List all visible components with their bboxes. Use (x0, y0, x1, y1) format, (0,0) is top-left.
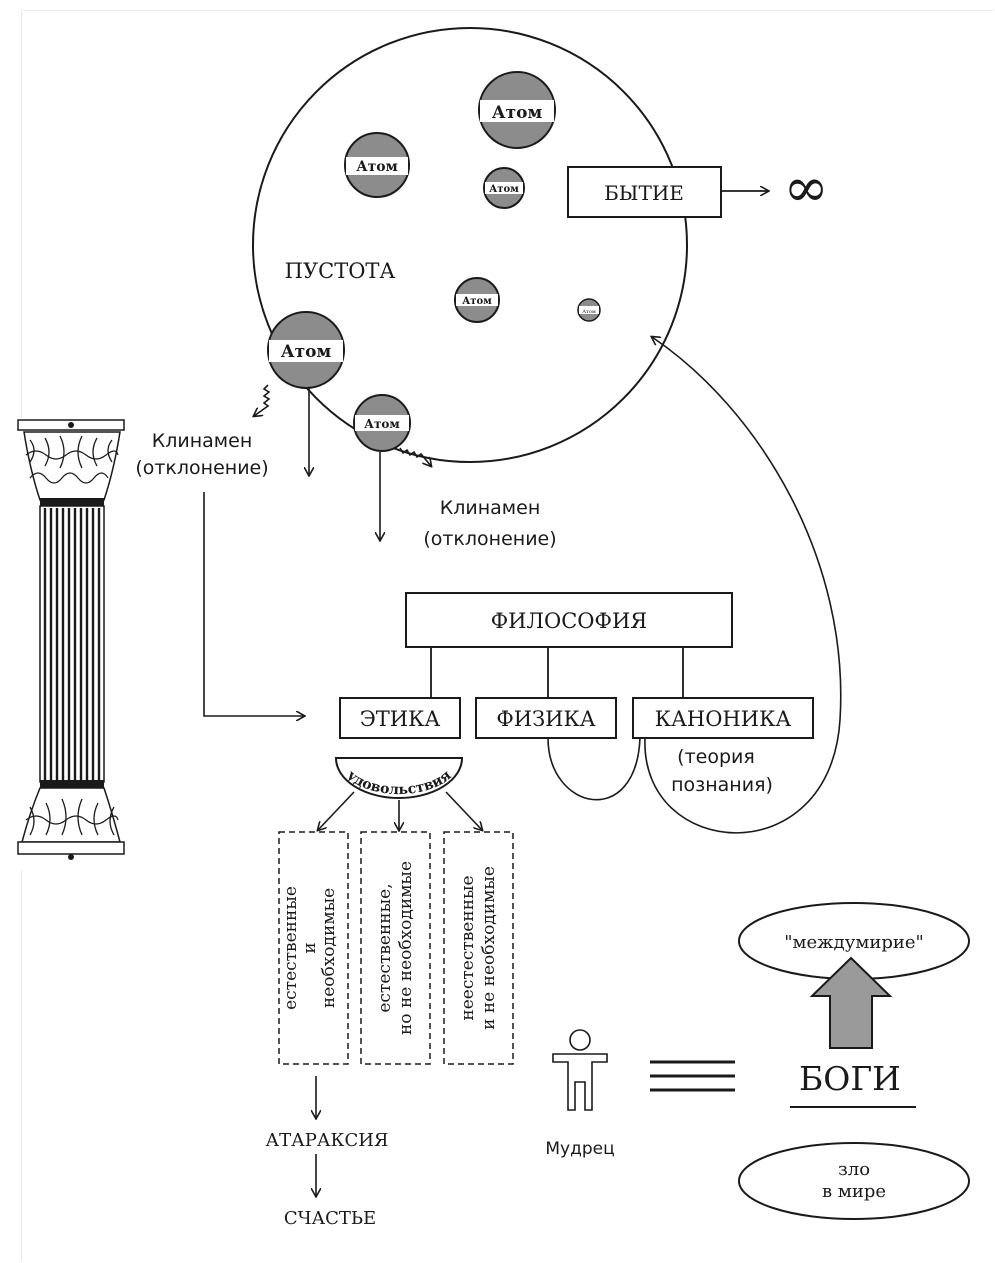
canonics-note-line2: познания) (671, 774, 773, 796)
atom-label: Атом (364, 417, 400, 431)
pleasures-semicircle (334, 757, 464, 799)
canonics-note-line1: (теория (677, 746, 755, 768)
happiness-label: СЧАСТЬЕ (284, 1208, 376, 1229)
atom-label: Атом (281, 342, 332, 362)
sage-figure-icon (552, 1029, 608, 1111)
philosophy-branch-lines (430, 647, 684, 698)
clinamen-right-line1: Клинамен (440, 497, 541, 519)
atom-label: Атом (582, 309, 596, 315)
clinamen-wiggle-arrow-right (399, 447, 431, 466)
being-box (567, 166, 722, 218)
philosophy-label: ФИЛОСОФИЯ (491, 609, 647, 633)
physics-label: ФИЗИКА (496, 707, 595, 731)
evil-ellipse (738, 1142, 970, 1220)
desire-3-line1: неестественные (458, 875, 478, 1020)
atom-label: Атом (492, 103, 543, 123)
canonics-label: КАНОНИКА (655, 707, 792, 731)
desire-1-line3: необходимые (319, 888, 339, 1008)
desire-2-line2: но не необходимые (396, 861, 416, 1035)
void-label: ПУСТОТА (285, 259, 396, 283)
atom: Атом (577, 298, 601, 322)
desire-1-line2: и (300, 942, 320, 953)
canonics-to-void-loop (644, 337, 842, 834)
clinamen-right-line2: (отклонение) (423, 528, 556, 550)
sage-label: Мудрец (545, 1139, 614, 1159)
desire-2-line1: естественные, (375, 883, 395, 1012)
philosophy-box (405, 592, 733, 648)
evil-label-line2: в мире (822, 1181, 886, 1202)
identity-symbol (650, 1060, 735, 1092)
physics-box (475, 697, 617, 739)
atom: Атом (454, 277, 500, 323)
being-label: БЫТИЕ (604, 181, 684, 205)
gods-label: БОГИ (799, 1059, 901, 1098)
atom-label: Атом (462, 296, 492, 307)
pleasures-arrows (318, 791, 482, 830)
atom-label: Атом (489, 184, 519, 195)
ionic-column-illustration (5, 418, 133, 870)
desire-1-line1: естественные (281, 886, 301, 1010)
intermundia-label: "междумирие" (784, 932, 924, 953)
atom-label: Атом (356, 159, 398, 175)
clinamen-wiggle-arrow-left (254, 384, 271, 416)
up-arrow-icon (809, 956, 893, 1049)
clinamen-to-ethics-connector (203, 492, 304, 716)
ataraxia-label: АТАРАКСИЯ (266, 1130, 389, 1151)
void-circle (252, 27, 688, 463)
desire-3-line2: и не необходимые (479, 866, 499, 1030)
clinamen-left-line1: Клинамен (152, 430, 253, 452)
canonics-box (632, 697, 814, 739)
clinamen-left-line2: (отклонение) (135, 457, 268, 479)
desire-box-natural-necessary (278, 831, 349, 1065)
atom: Атом (344, 132, 410, 198)
physics-canonics-loop (547, 737, 641, 801)
atom: Атом (483, 167, 525, 209)
desire-box-unnatural-unnecessary (443, 831, 514, 1065)
ethics-label: ЭТИКА (360, 707, 441, 731)
ethics-box (339, 697, 461, 739)
desire-box-natural-unnecessary (360, 831, 431, 1065)
evil-label-line1: зло (838, 1159, 870, 1180)
infinity-symbol: ∞ (784, 156, 829, 219)
atom: Атом (267, 311, 345, 389)
atom: Атом (478, 71, 556, 149)
atom: Атом (353, 394, 411, 452)
